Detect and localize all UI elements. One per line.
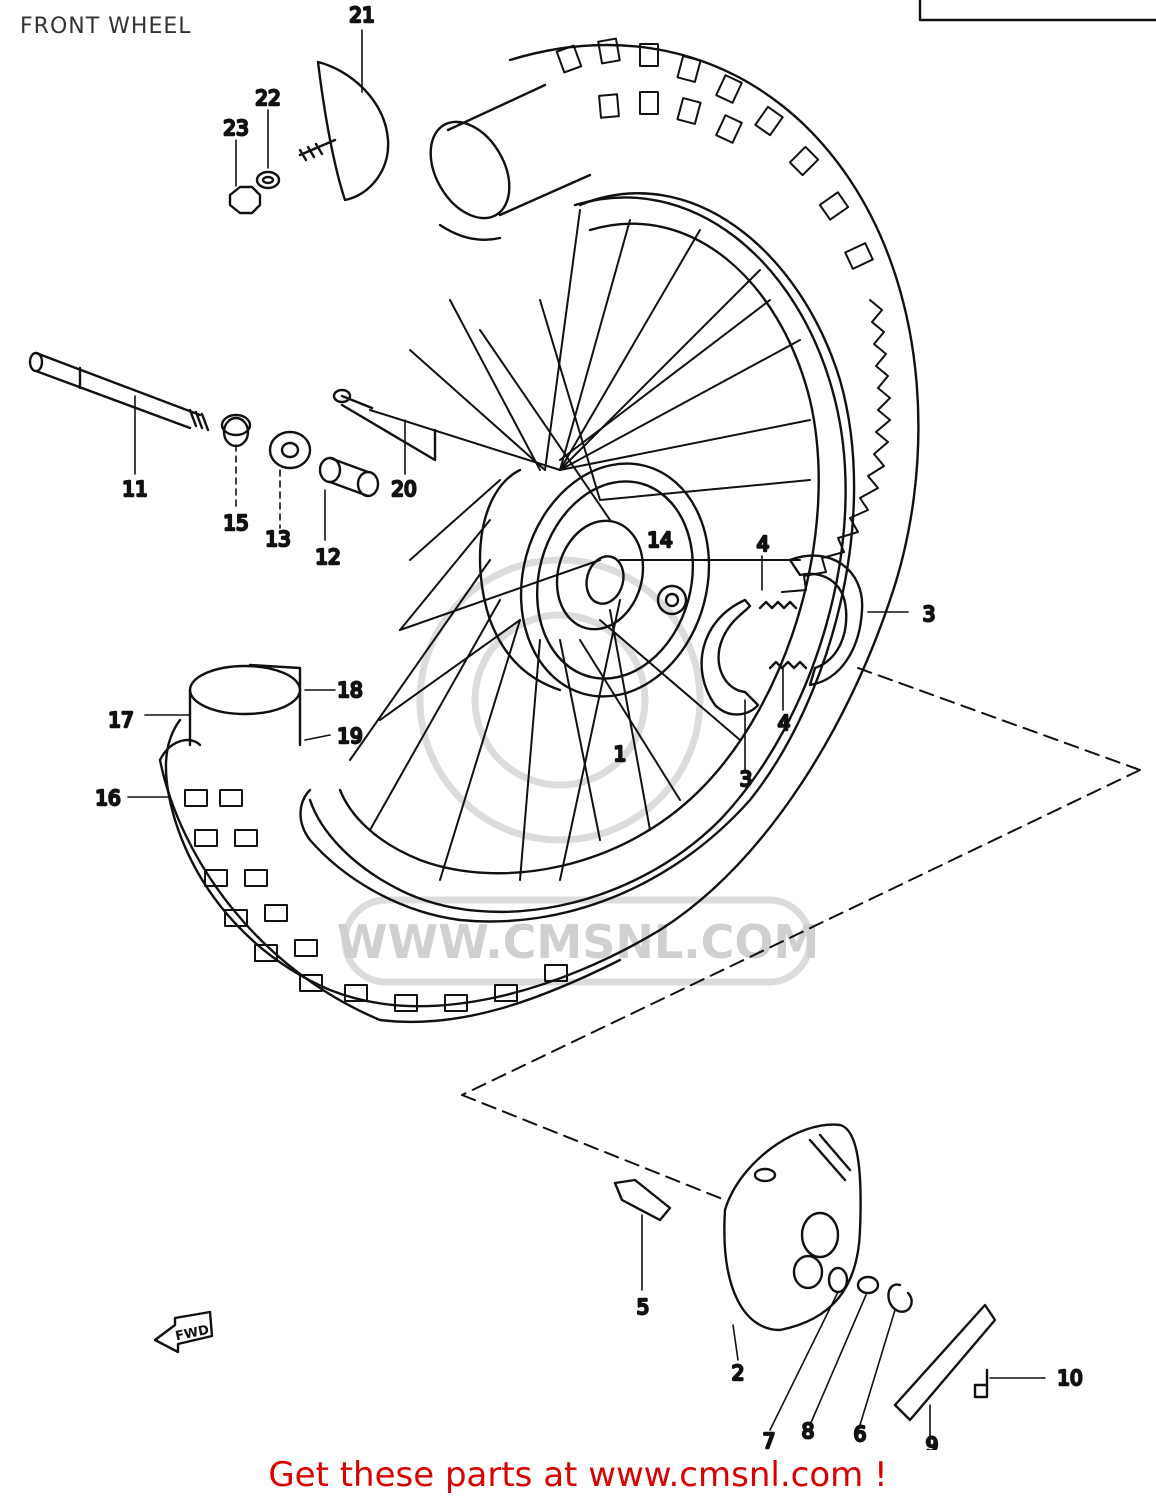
part-22-washer bbox=[255, 170, 281, 190]
footer-prefix: Get these parts at bbox=[268, 1455, 589, 1495]
page-title: FRONT WHEEL bbox=[20, 14, 192, 39]
leader-lines bbox=[127, 29, 1046, 1446]
callout-5: 5 bbox=[637, 1295, 650, 1319]
callout-16: 16 bbox=[95, 786, 120, 810]
part-8-washer bbox=[856, 1275, 880, 1295]
part-4-spring-upper bbox=[758, 600, 798, 610]
part-3-brake-shoe-lower bbox=[700, 598, 760, 716]
watermark-text: WWW.CMSNL.COM bbox=[337, 915, 820, 969]
exploded-parts-diagram: WWW.CMSNL.COM bbox=[28, 0, 1156, 1450]
hub bbox=[478, 462, 711, 698]
part-4-spring-lower bbox=[768, 660, 808, 670]
part-20-spoke-nipple bbox=[332, 388, 437, 462]
callout-labels: 21 22 23 11 15 13 12 20 14 4 3 18 17 19 … bbox=[94, 2, 1084, 1450]
part-15-spacer bbox=[220, 413, 252, 448]
callout-19: 19 bbox=[337, 724, 362, 748]
callout-12: 12 bbox=[315, 545, 340, 569]
callout-18: 18 bbox=[337, 678, 362, 702]
part-21-rim-strip bbox=[298, 60, 390, 202]
part-5-cam bbox=[613, 1178, 672, 1222]
part-13-bearing bbox=[268, 430, 312, 470]
callout-11: 11 bbox=[122, 477, 147, 501]
part-12-collar bbox=[318, 456, 380, 498]
callout-20: 20 bbox=[391, 477, 416, 501]
footer-banner: Get these parts at www.cmsnl.com ! bbox=[0, 1455, 1156, 1495]
part-6-spring bbox=[887, 1283, 913, 1313]
part-11-axle bbox=[28, 351, 210, 432]
callout-14: 14 bbox=[647, 528, 672, 552]
alignment-lines bbox=[461, 667, 1141, 1201]
callout-17: 17 bbox=[108, 708, 133, 732]
callout-2: 2 bbox=[732, 1361, 745, 1385]
footer-link[interactable]: www.cmsnl.com ! bbox=[588, 1455, 888, 1495]
part-3-brake-shoe-upper bbox=[788, 554, 864, 687]
part-7-seal bbox=[827, 1266, 849, 1294]
callout-7: 7 bbox=[763, 1429, 776, 1450]
fwd-label: FWD bbox=[174, 1323, 211, 1345]
part-23-nut bbox=[228, 185, 262, 215]
callout-23: 23 bbox=[223, 116, 248, 140]
callout-3-upper: 3 bbox=[923, 602, 936, 626]
spokes bbox=[349, 209, 811, 881]
part-10-bolt bbox=[973, 1368, 989, 1399]
callout-6: 6 bbox=[854, 1422, 867, 1446]
callout-9: 9 bbox=[926, 1433, 939, 1450]
callout-8: 8 bbox=[802, 1419, 815, 1443]
callout-21: 21 bbox=[349, 3, 374, 27]
callout-3-lower: 3 bbox=[740, 767, 753, 791]
part-2-brake-panel bbox=[723, 1123, 862, 1332]
inner-tube-top bbox=[429, 83, 592, 241]
tire bbox=[164, 37, 920, 1012]
callout-4-upper: 4 bbox=[757, 532, 770, 556]
callout-22: 22 bbox=[255, 86, 280, 110]
tire-tread bbox=[184, 37, 874, 1012]
fwd-arrow bbox=[153, 1310, 214, 1354]
tire-lower bbox=[158, 663, 622, 1024]
callout-1: 1 bbox=[614, 742, 627, 766]
callout-10: 10 bbox=[1057, 1366, 1082, 1390]
callout-15: 15 bbox=[223, 511, 248, 535]
callout-13: 13 bbox=[265, 527, 290, 551]
part-9-brake-arm bbox=[893, 1303, 997, 1422]
callout-4-lower: 4 bbox=[778, 711, 791, 735]
frame-corner bbox=[918, 0, 1156, 22]
rim bbox=[308, 196, 847, 913]
